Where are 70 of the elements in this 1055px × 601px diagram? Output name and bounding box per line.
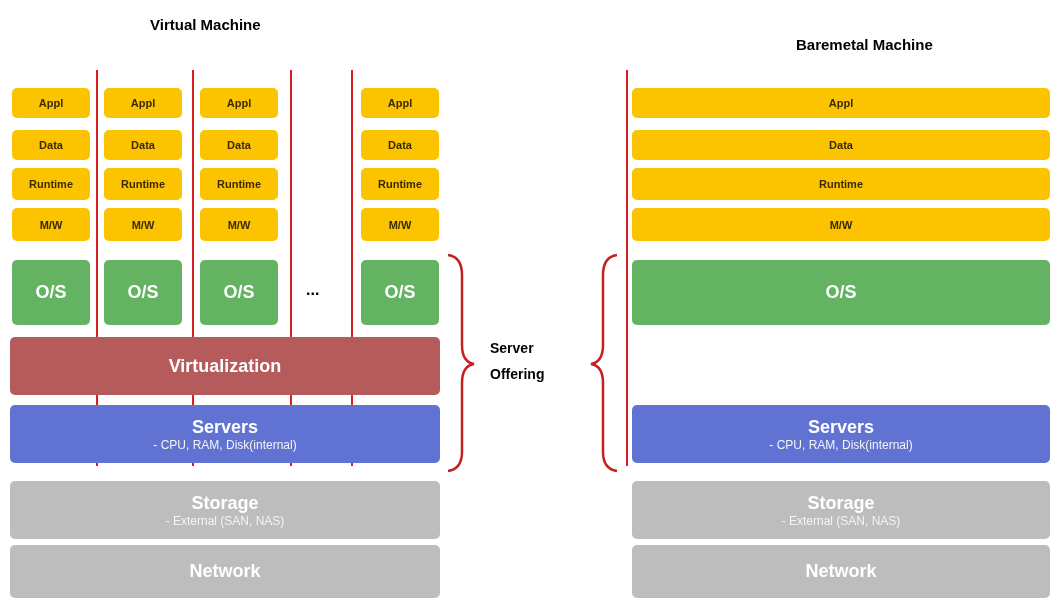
ellipsis: ... — [306, 281, 320, 299]
layer-title: M/W — [388, 218, 412, 231]
layer-title: Runtime — [378, 178, 422, 190]
layer-title: Data — [131, 139, 155, 151]
layer-bar — [632, 168, 1050, 200]
layer-title: Servers — [807, 416, 875, 438]
layer-title: Storage — [191, 492, 259, 514]
layer-title: O/S — [223, 282, 255, 303]
layer-title: M/W — [131, 218, 155, 231]
layer-title: Runtime — [217, 178, 261, 190]
layer-title: Appl — [226, 97, 252, 109]
storage-bar — [10, 481, 440, 539]
network-bar — [10, 545, 440, 598]
layer-title: Appl — [828, 97, 854, 109]
heading: Baremetal Machine — [796, 36, 933, 53]
layer-note: - CPU, RAM, Disk(internal) — [769, 437, 913, 452]
bracket-label: Server Offering — [490, 339, 546, 384]
os-box — [361, 260, 439, 325]
layer-bar — [200, 208, 278, 241]
layer-title: Appl — [387, 97, 413, 109]
layer-title: Appl — [38, 97, 64, 109]
layer-note: - CPU, RAM, Disk(internal) — [153, 437, 297, 452]
layer-bar — [200, 130, 278, 160]
layer-title: Network — [189, 561, 261, 582]
os-box — [104, 260, 182, 325]
layer-title: Runtime — [121, 178, 165, 190]
layer-title: M/W — [227, 218, 251, 231]
layer-bar — [104, 208, 182, 241]
layer-title: Network — [805, 561, 877, 582]
layer-bar — [104, 130, 182, 160]
layer-bar — [104, 88, 182, 118]
layer-bar — [12, 88, 90, 118]
layer-title: Data — [829, 139, 853, 151]
layer-title: O/S — [384, 282, 416, 303]
layer-bar — [200, 168, 278, 200]
servers-bar — [632, 405, 1050, 463]
layer-title: Runtime — [819, 178, 863, 190]
virtualization-bar — [10, 337, 440, 395]
os-box — [200, 260, 278, 325]
layer-title: M/W — [829, 218, 853, 231]
layer-bar — [104, 168, 182, 200]
layer-bar — [12, 168, 90, 200]
layer-bar — [361, 168, 439, 200]
os-box — [12, 260, 90, 325]
layer-title: M/W — [39, 218, 63, 231]
layer-bar — [632, 88, 1050, 118]
network-bar — [632, 545, 1050, 598]
layer-title: Servers — [191, 416, 259, 438]
layer-title: Data — [227, 139, 251, 151]
layer-bar — [200, 88, 278, 118]
os-box — [632, 260, 1050, 325]
layer-bar — [632, 130, 1050, 160]
layer-bar — [632, 208, 1050, 241]
heading: Virtual Machine — [150, 16, 261, 33]
layer-title: Appl — [130, 97, 156, 109]
layer-title: Virtualization — [168, 355, 282, 377]
layer-bar — [12, 208, 90, 241]
storage-bar — [632, 481, 1050, 539]
layer-title: O/S — [127, 282, 159, 303]
layer-bar — [361, 130, 439, 160]
layer-title: Data — [39, 139, 63, 151]
layer-title: O/S — [825, 282, 857, 303]
servers-bar — [10, 405, 440, 463]
layer-title: Storage — [807, 492, 875, 514]
layer-bar — [361, 208, 439, 241]
layer-title: Runtime — [29, 178, 73, 190]
layer-title: Data — [388, 139, 412, 151]
layer-title: O/S — [35, 282, 67, 303]
layer-bar — [12, 130, 90, 160]
layer-bar — [361, 88, 439, 118]
